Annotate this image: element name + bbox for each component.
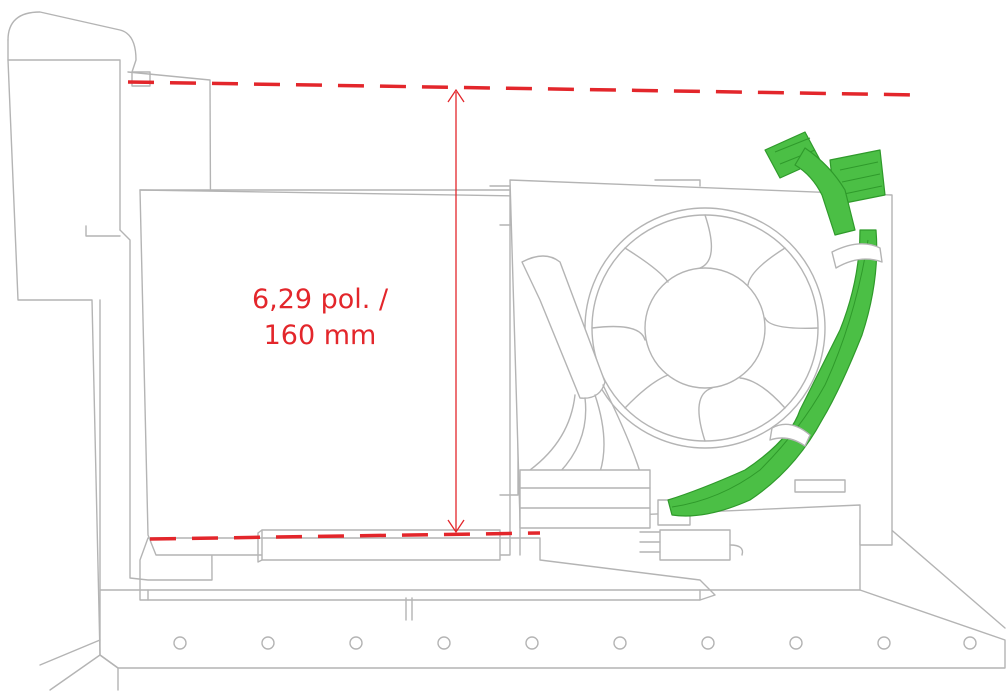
height-measurement-label: 6,29 pol. / 160 mm (200, 282, 440, 354)
top-measure-line (127, 80, 921, 97)
psu-white-cables (519, 255, 651, 529)
measurement-inches: 6,29 pol. / (251, 284, 389, 315)
case-side-bracket (7, 11, 213, 656)
floor-holes (173, 636, 977, 650)
bottom-measure-line (149, 531, 541, 541)
measurement-mm: 160 mm (263, 320, 377, 351)
graphics-card-body (139, 185, 521, 556)
green-power-cable (667, 131, 886, 517)
measurement-guides (127, 80, 921, 541)
height-arrow (447, 88, 465, 534)
